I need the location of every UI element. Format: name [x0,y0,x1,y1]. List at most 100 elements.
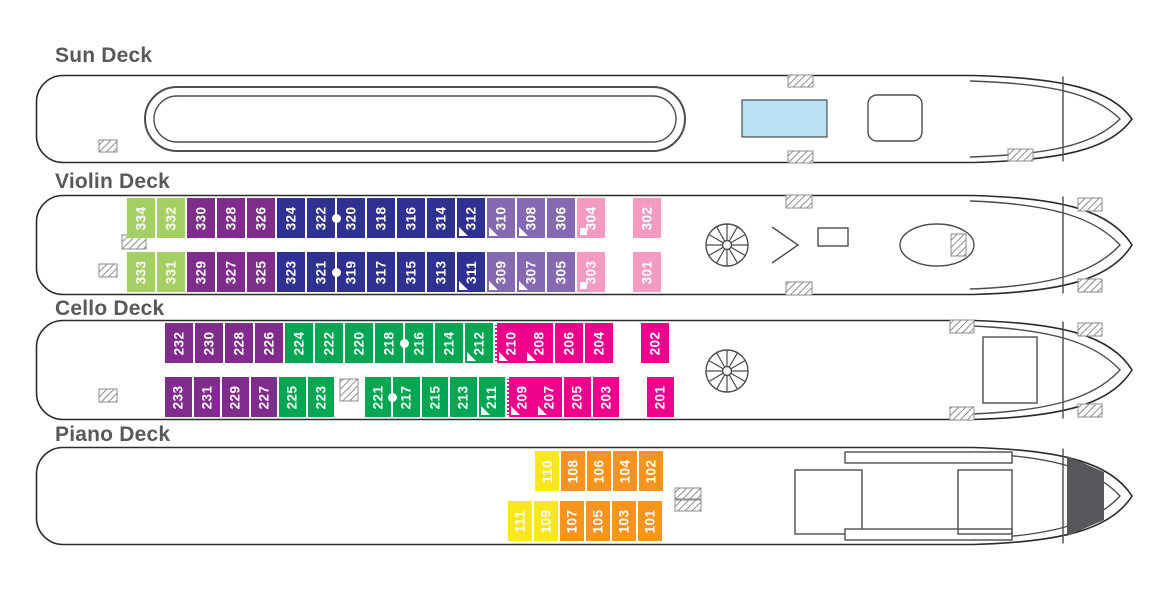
cabin-313[interactable]: 313 [427,252,455,292]
cabin-217[interactable]: 217 [393,377,420,417]
cabin-332[interactable]: 332 [157,198,185,238]
cabin-320[interactable]: 320 [337,198,365,238]
cabin-107[interactable]: 107 [560,501,584,541]
cabin-331[interactable]: 331 [157,252,185,292]
cabin-number: 322 [313,206,329,230]
cabin-number: 111 [512,509,528,533]
cabin-218[interactable]: 218 [375,323,403,363]
cabin-number: 221 [370,385,386,409]
cabin-220[interactable]: 220 [345,323,373,363]
cabin-325[interactable]: 325 [247,252,275,292]
cabin-215[interactable]: 215 [421,377,448,417]
walking-track-inner [153,95,677,143]
cabin-number: 304 [583,206,599,230]
triangle-marker-icon [459,281,468,290]
cabin-108[interactable]: 108 [561,451,585,491]
cabin-221[interactable]: 221 [364,377,391,417]
cabin-327[interactable]: 327 [217,252,245,292]
cabin-203[interactable]: 203 [592,377,619,417]
cabin-209[interactable]: 209 [507,377,536,417]
cabin-210[interactable]: 210 [495,323,525,363]
cabin-number: 330 [193,206,209,230]
cabin-306[interactable]: 306 [547,198,575,238]
cabin-101[interactable]: 101 [638,501,662,541]
triangle-marker-icon [459,227,468,236]
triangle-marker-icon [519,281,528,290]
cabin-229[interactable]: 229 [222,377,249,417]
cabin-111[interactable]: 111 [508,501,532,541]
cabin-326[interactable]: 326 [247,198,275,238]
cabin-318[interactable]: 318 [367,198,395,238]
cabin-303[interactable]: 303 [577,252,605,292]
bow-inner-line [969,325,1121,415]
cabin-223[interactable]: 223 [307,377,334,417]
cabin-214[interactable]: 214 [435,323,463,363]
cabin-number: 214 [441,331,457,355]
cabin-329[interactable]: 329 [187,252,215,292]
cabin-216[interactable]: 216 [405,323,433,363]
cabin-321[interactable]: 321 [307,252,335,292]
cabin-number: 317 [373,260,389,284]
cabin-311[interactable]: 311 [457,252,485,292]
cabin-304[interactable]: 304 [577,198,605,238]
cabin-302[interactable]: 302 [633,198,661,238]
cabin-310[interactable]: 310 [487,198,515,238]
cabin-222[interactable]: 222 [315,323,343,363]
cabin-105[interactable]: 105 [586,501,610,541]
cabin-319[interactable]: 319 [337,252,365,292]
cabin-206[interactable]: 206 [555,323,583,363]
cabin-316[interactable]: 316 [397,198,425,238]
cabin-231[interactable]: 231 [193,377,220,417]
cabin-number: 109 [538,509,554,533]
cabin-202[interactable]: 202 [641,323,669,363]
cabin-301[interactable]: 301 [633,252,661,292]
cabin-323[interactable]: 323 [277,252,305,292]
cabin-322[interactable]: 322 [307,198,335,238]
cabin-110[interactable]: 110 [535,451,559,491]
cabin-103[interactable]: 103 [612,501,636,541]
cabin-number: 204 [591,331,607,355]
cabin-104[interactable]: 104 [613,451,637,491]
cabin-102[interactable]: 102 [639,451,663,491]
cabin-230[interactable]: 230 [195,323,223,363]
cabin-211[interactable]: 211 [478,377,505,417]
cabin-number: 229 [227,385,243,409]
deck-label-piano: Piano Deck [55,423,171,446]
triangle-marker-icon [519,227,528,236]
cabin-201[interactable]: 201 [647,377,674,417]
cabin-314[interactable]: 314 [427,198,455,238]
cabin-226[interactable]: 226 [255,323,283,363]
cabin-233[interactable]: 233 [165,377,192,417]
cabin-224[interactable]: 224 [285,323,313,363]
cabin-109[interactable]: 109 [534,501,558,541]
cabin-305[interactable]: 305 [547,252,575,292]
triangle-marker-icon [499,352,508,361]
cabin-315[interactable]: 315 [397,252,425,292]
cabin-207[interactable]: 207 [535,377,562,417]
cabin-number: 228 [231,331,247,355]
cabin-number: 205 [569,385,585,409]
cabin-307[interactable]: 307 [517,252,545,292]
cabin-312[interactable]: 312 [457,198,485,238]
cabin-number: 206 [561,331,577,355]
cabin-225[interactable]: 225 [279,377,306,417]
cabin-334[interactable]: 334 [127,198,155,238]
cabin-228[interactable]: 228 [225,323,253,363]
cabin-208[interactable]: 208 [525,323,553,363]
cabin-204[interactable]: 204 [585,323,613,363]
cabin-324[interactable]: 324 [277,198,305,238]
cabin-333[interactable]: 333 [127,252,155,292]
cabin-330[interactable]: 330 [187,198,215,238]
cabin-227[interactable]: 227 [250,377,277,417]
cabin-205[interactable]: 205 [564,377,591,417]
cabin-number: 201 [652,385,668,409]
cabin-212[interactable]: 212 [465,323,493,363]
cabin-106[interactable]: 106 [587,451,611,491]
cabin-308[interactable]: 308 [517,198,545,238]
cabin-232[interactable]: 232 [165,323,193,363]
cabin-213[interactable]: 213 [450,377,477,417]
cabin-317[interactable]: 317 [367,252,395,292]
cabin-328[interactable]: 328 [217,198,245,238]
cabin-309[interactable]: 309 [487,252,515,292]
